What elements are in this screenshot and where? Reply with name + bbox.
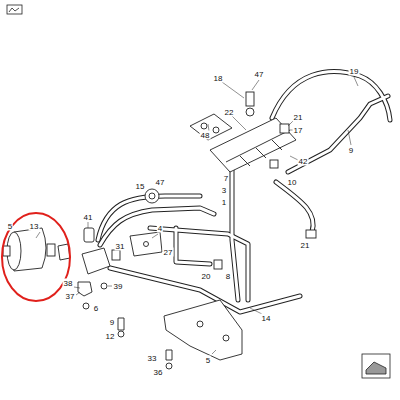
nav-icon	[366, 362, 386, 374]
nut	[83, 303, 89, 309]
callout-number: 20	[201, 272, 212, 281]
highlight-ring	[2, 213, 70, 301]
callout-number: 9	[109, 318, 115, 327]
fitting	[214, 260, 222, 269]
callout-number: 21	[293, 113, 304, 122]
gasket	[190, 114, 232, 140]
callout-number: 5	[7, 222, 13, 231]
plug	[112, 250, 120, 260]
valve	[84, 228, 94, 242]
callout-number: 47	[254, 70, 265, 79]
callout-number: 12	[105, 332, 116, 341]
filler-cap	[145, 189, 159, 203]
nav-icon	[362, 354, 390, 378]
callout-number: 8	[225, 272, 231, 281]
callout-number: 18	[213, 74, 224, 83]
callout-number: 17	[293, 126, 304, 135]
washer	[101, 283, 107, 289]
callout-number: 4	[157, 224, 163, 233]
callout-number: 41	[83, 213, 94, 222]
callout-number: 39	[113, 282, 124, 291]
bolt	[166, 350, 172, 360]
callout-number: 14	[261, 314, 272, 323]
bracket	[130, 232, 162, 256]
callout-number: 15	[135, 182, 146, 191]
nipple	[47, 244, 55, 256]
callout-number: 7	[223, 174, 229, 183]
fitting	[270, 160, 278, 168]
callout-number: 3	[221, 186, 227, 195]
callout-number: 36	[153, 368, 164, 377]
callout-number: 1	[221, 198, 227, 207]
washer	[118, 331, 124, 337]
bracket	[164, 300, 242, 360]
callout-number: 48	[200, 131, 211, 140]
callout-number: 42	[298, 157, 309, 166]
callout-number: 13	[29, 222, 40, 231]
callout-number: 22	[224, 108, 235, 117]
accumulator-port	[3, 246, 10, 256]
switch	[246, 92, 254, 106]
fitting	[306, 230, 316, 238]
callout-number: 10	[287, 178, 298, 187]
fitting	[280, 124, 289, 133]
valve-block	[82, 248, 110, 274]
callout-number: 47	[155, 178, 166, 187]
callout-number: 6	[93, 304, 99, 313]
control-valve	[210, 118, 296, 172]
bolt	[118, 318, 124, 330]
callout-number: 21	[300, 241, 311, 250]
book-icon	[9, 8, 19, 12]
callout-number: 27	[163, 248, 174, 257]
callout-number: 31	[115, 242, 126, 251]
callout-number: 33	[147, 354, 158, 363]
elbow	[78, 282, 92, 296]
book-icon	[7, 5, 22, 14]
callout-number: 37	[65, 292, 76, 301]
callout-number: 5	[205, 356, 211, 365]
callout-number: 9	[348, 146, 354, 155]
washer	[166, 363, 172, 369]
callout-number: 38	[63, 279, 74, 288]
callout-number: 19	[349, 67, 360, 76]
